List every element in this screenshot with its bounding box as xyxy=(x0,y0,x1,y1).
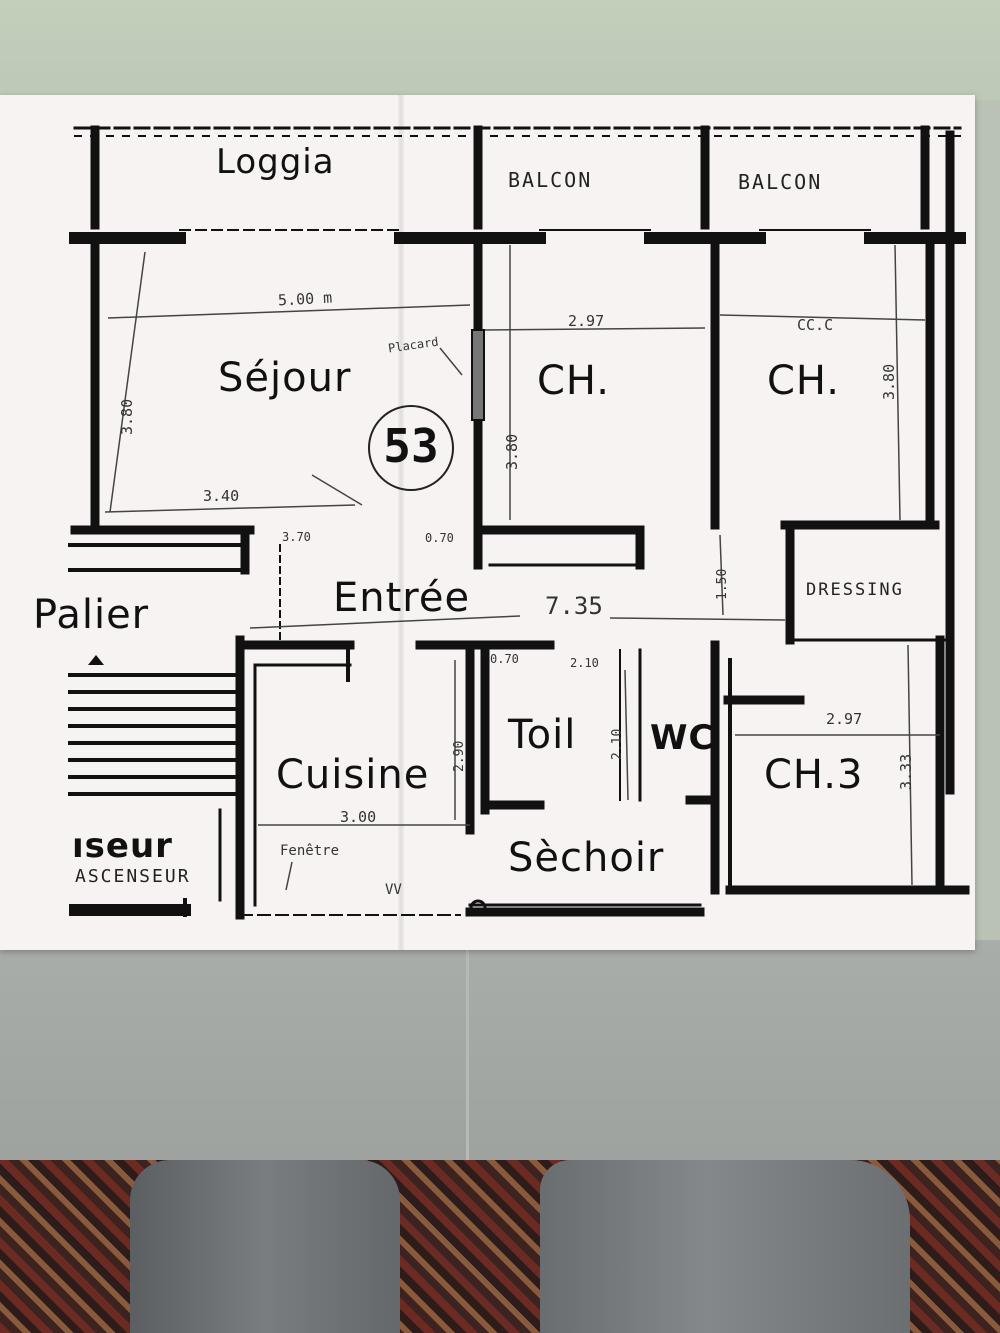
trouser-leg-right xyxy=(540,1160,910,1333)
dim-entree-small-1: 3.70 xyxy=(282,530,311,544)
folder-fold-line xyxy=(466,950,469,1165)
room-label-ascenseur: ASCENSEUR xyxy=(75,866,191,887)
stairs-arrow-icon xyxy=(88,655,104,665)
room-label-sejour: Séjour xyxy=(218,355,352,401)
dim-ch2-height: 3.80 xyxy=(880,363,898,400)
dim-ch1-width: 2.97 xyxy=(568,312,605,330)
background-wall xyxy=(0,0,1000,100)
dim-cuisine-height: 2.90 xyxy=(452,740,467,772)
folder-cover xyxy=(0,940,1000,1170)
trouser-leg-left xyxy=(130,1160,400,1333)
room-label-wc: WC xyxy=(650,718,715,758)
room-label-dressing: DRESSING xyxy=(806,580,904,600)
dim-ch1-height: 3.80 xyxy=(503,433,521,470)
room-label-ch-2: CH. xyxy=(767,358,841,404)
room-label-sechoir: Sèchoir xyxy=(508,835,665,881)
dim-ch3-width: 2.97 xyxy=(826,710,863,728)
room-label-loggia: Loggia xyxy=(216,142,335,182)
dim-cuisine-width: 3.00 xyxy=(340,808,377,826)
room-label-entree: Entrée xyxy=(333,575,471,621)
dim-hall-vertical: 1.50 xyxy=(715,568,730,600)
paper-crease xyxy=(398,95,404,950)
dim-toil-small: 0.70 xyxy=(490,652,519,666)
unit-number-circle: 53 xyxy=(368,405,454,491)
note-fenetre: Fenêtre xyxy=(280,843,340,859)
dim-sejour-width: 5.00 m xyxy=(277,288,333,310)
room-label-palier: Palier xyxy=(33,592,150,638)
note-vv: VV xyxy=(385,882,402,898)
room-label-ascenseur-partial: ıseur xyxy=(72,826,173,866)
dim-toil-width: 2.10 xyxy=(570,656,599,670)
unit-number: 53 xyxy=(383,419,439,473)
dim-sejour-bottom: 3.40 xyxy=(203,487,240,505)
room-label-ch-1: CH. xyxy=(537,358,611,404)
room-label-balcon-2: BALCON xyxy=(738,170,823,194)
dim-ch2-width: CC.C xyxy=(797,316,834,334)
room-label-ch-3: CH.3 xyxy=(764,752,864,798)
room-label-cuisine: Cuisine xyxy=(276,752,430,798)
dim-toil-height: 2.10 xyxy=(610,728,625,760)
dim-entree-small-2: 0.70 xyxy=(425,531,454,545)
dim-ch3-height: 3.33 xyxy=(897,753,915,790)
dim-entree-length: 7.35 xyxy=(545,592,603,620)
room-label-toil: Toil xyxy=(508,712,577,758)
room-label-balcon-1: BALCON xyxy=(508,168,593,192)
dim-sejour-height: 3.80 xyxy=(118,398,136,435)
